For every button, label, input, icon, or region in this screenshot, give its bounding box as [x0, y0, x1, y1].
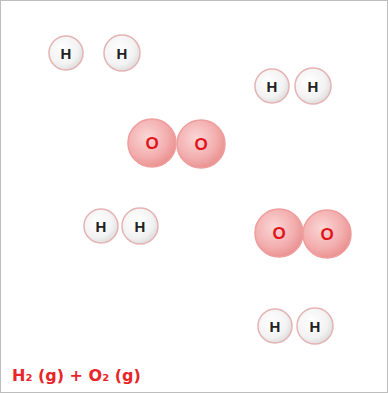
hydrogen-atom: H	[83, 208, 119, 244]
reaction-caption: H₂ (g) + O₂ (g)	[12, 366, 141, 385]
atom-circle	[255, 209, 303, 257]
atom-circle	[295, 68, 331, 104]
element-symbol: O	[320, 226, 333, 243]
oxygen-atom: O	[176, 119, 226, 169]
oxygen-atom: O	[254, 208, 304, 258]
atom-circle	[177, 120, 225, 168]
atom-circle	[49, 36, 83, 70]
element-symbol: H	[96, 219, 107, 234]
atom-circle	[303, 210, 351, 258]
hydrogen-atom: H	[48, 35, 84, 71]
element-symbol: H	[61, 46, 72, 61]
element-symbol: H	[308, 79, 319, 94]
oxygen-atom: O	[302, 209, 352, 259]
hydrogen-atom: H	[257, 308, 293, 344]
element-symbol: H	[117, 46, 128, 61]
atom-circle	[84, 209, 118, 243]
atom-circle	[297, 308, 333, 344]
atom-circle	[258, 309, 292, 343]
atom-circle	[122, 208, 158, 244]
atom-circle	[104, 35, 140, 71]
element-symbol: H	[267, 79, 278, 94]
hydrogen-atom: H	[103, 34, 141, 72]
hydrogen-atom: H	[254, 68, 290, 104]
hydrogen-atom: H	[294, 67, 332, 105]
element-symbol: H	[270, 319, 281, 334]
atom-circle	[128, 119, 176, 167]
hydrogen-atom: H	[121, 207, 159, 245]
element-symbol: O	[194, 136, 207, 153]
hydrogen-atom: H	[296, 307, 334, 345]
atom-circle	[255, 69, 289, 103]
element-symbol: O	[272, 225, 285, 242]
element-symbol: H	[310, 319, 321, 334]
element-symbol: O	[145, 135, 158, 152]
oxygen-atom: O	[127, 118, 177, 168]
element-symbol: H	[135, 219, 146, 234]
